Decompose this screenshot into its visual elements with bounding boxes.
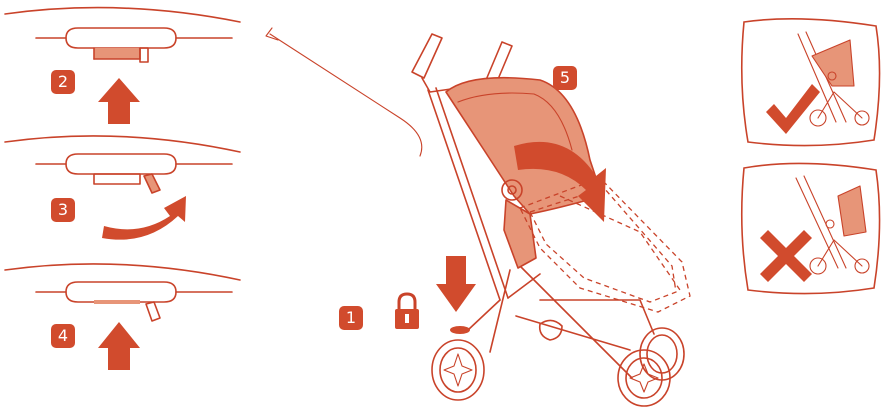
up-arrow-icon bbox=[98, 78, 140, 124]
down-arrow-icon bbox=[436, 256, 476, 312]
connector-arrow bbox=[270, 34, 422, 156]
step-badge-5: 5 bbox=[553, 66, 577, 90]
rotate-arrow-icon bbox=[102, 196, 186, 240]
step-badge-4: 4 bbox=[51, 324, 75, 348]
incorrect-usage-panel bbox=[742, 163, 880, 293]
handle-detail-step-2 bbox=[5, 8, 240, 62]
step-badge-3: 3 bbox=[51, 198, 75, 222]
release-button-up bbox=[94, 300, 140, 304]
lock-icon bbox=[395, 294, 419, 329]
rear-wheel-right bbox=[618, 350, 670, 406]
step-badge-1: 1 bbox=[339, 306, 363, 330]
handle-detail-step-3 bbox=[5, 136, 240, 193]
stroller-illustration bbox=[412, 34, 690, 406]
correct-usage-panel bbox=[742, 19, 880, 146]
step-badge-2: 2 bbox=[51, 70, 75, 94]
release-button-pressed bbox=[94, 48, 140, 59]
brake-pedal bbox=[450, 326, 470, 334]
handle-detail-step-4 bbox=[5, 264, 240, 321]
up-arrow-icon bbox=[98, 322, 140, 370]
front-wheel bbox=[432, 340, 484, 400]
